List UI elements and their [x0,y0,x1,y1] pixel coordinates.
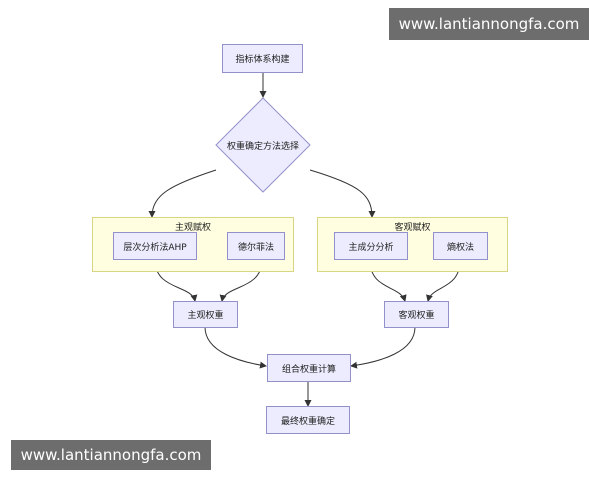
node-objective-weight: 客观权重 [384,301,449,328]
group-title: 客观赋权 [394,223,431,233]
node-combined-weight: 组合权重计算 [267,354,351,382]
edge-subjective-combined [204,326,267,369]
node-subjective-weight: 主观权重 [173,301,238,328]
node-ahp: 层次分析法AHP [113,232,197,260]
node-indicator-system: 指标体系构建 [222,44,303,73]
node-pca: 主成分分析 [334,232,408,260]
group-title: 主观赋权 [174,223,211,233]
edge-decision-objective [309,169,376,218]
node-label: 指标体系构建 [235,55,290,65]
edge-objective-combined [350,326,416,369]
node-final-weight: 最终权重确定 [266,406,350,434]
node-entropy: 熵权法 [433,232,488,260]
node-delphi: 德尔菲法 [227,232,285,260]
decision-label: 权重确定方法选择 [226,141,299,152]
watermark-top-right: www.lantiannongfa.com [389,8,589,40]
watermark-bottom-left: www.lantiannongfa.com [11,440,211,470]
edge-decision-subjective [148,169,217,218]
decision-diamond [215,97,311,193]
